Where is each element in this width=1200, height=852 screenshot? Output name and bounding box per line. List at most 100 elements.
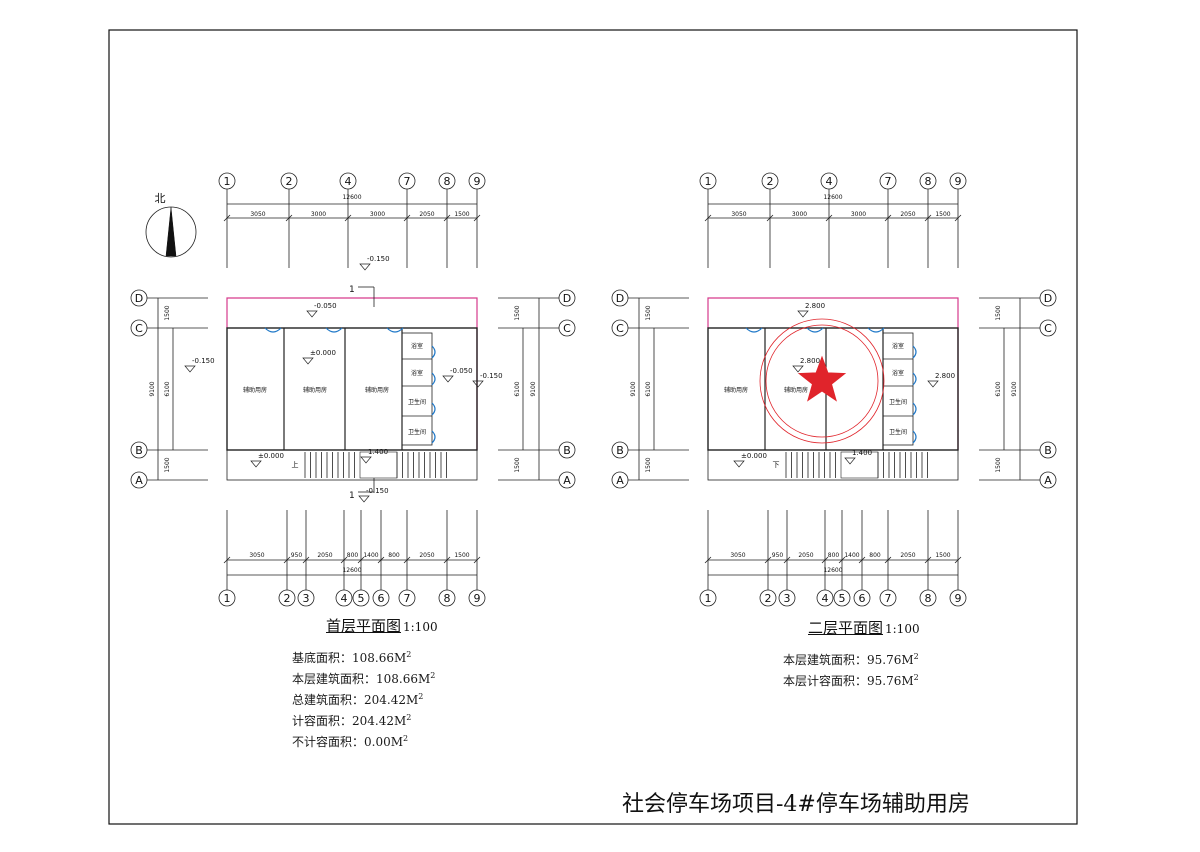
- ground-dim-side-inner-label: 6100: [514, 381, 521, 396]
- ground-door-icon: [386, 327, 404, 333]
- upper-tick: [884, 214, 892, 222]
- upper-stair-label: 下: [773, 461, 780, 469]
- upper-door-icon: [806, 327, 824, 333]
- upper-dim-side-inner-label: 6100: [995, 381, 1002, 396]
- upper-plan-scale: 1:100: [885, 622, 920, 636]
- upper-axis-bottom-8-label: 8: [925, 592, 932, 605]
- upper-dim-bottom-3: 800: [828, 552, 840, 559]
- ground-elev-6: ±0.000: [258, 452, 284, 460]
- ground-tick: [473, 214, 481, 222]
- ground-axis-top-9-label: 9: [474, 175, 481, 188]
- upper-door-icon: [912, 430, 917, 444]
- ground-elev-0: -0.150: [367, 255, 390, 263]
- ground-stat-0: 基底面积：108.66M2: [292, 646, 435, 667]
- stat-label: 计容面积：: [292, 714, 353, 728]
- upper-tick: [924, 556, 932, 564]
- stat-unit-sup: 2: [913, 652, 919, 661]
- ground-dim-bottom-0: 3050: [249, 552, 264, 559]
- upper-dim-side-seg0: 1500: [645, 305, 652, 320]
- upper-tick: [858, 556, 866, 564]
- stat-unit-sup: 2: [418, 692, 424, 701]
- ground-dim-side-inner-label: 6100: [164, 381, 171, 396]
- ground-stat-2: 总建筑面积：204.42M2: [292, 688, 435, 709]
- stat-unit-sup: 2: [406, 713, 412, 722]
- stat-unit-sup: 2: [406, 650, 412, 659]
- upper-room-0: 浴室: [892, 342, 904, 350]
- ground-dim-bottom-4: 1400: [363, 552, 378, 559]
- ground-axis-bottom-1-label: 1: [224, 592, 231, 605]
- upper-room-4: 辅助用房: [724, 386, 748, 394]
- upper-door-icon: [912, 372, 917, 386]
- ground-door-icon: [431, 430, 436, 444]
- ground-dim-top-0: 3050: [250, 211, 265, 218]
- upper-elev-1-mark: [792, 365, 804, 373]
- ground-dim-top-1: 3000: [311, 211, 326, 218]
- upper-room-3: 卫生间: [889, 428, 907, 436]
- upper-room-2: 卫生间: [889, 398, 907, 406]
- ground-tick: [283, 556, 291, 564]
- upper-tick: [954, 214, 962, 222]
- ground-plan-title: 首层平面图: [326, 617, 402, 635]
- ground-elev-8: -0.150: [366, 487, 389, 495]
- stat-value: 108.66M: [376, 672, 431, 686]
- ground-dim-top-4: 1500: [454, 211, 469, 218]
- upper-dim-side-inner-label: 6100: [645, 381, 652, 396]
- upper-axis-top-1-label: 1: [705, 175, 712, 188]
- ground-door-icon: [431, 345, 436, 359]
- ground-axis-bottom-7-label: 7: [404, 592, 411, 605]
- ground-axis-bottom-4-label: 4: [341, 592, 348, 605]
- upper-tick: [825, 214, 833, 222]
- ground-door-icon: [325, 327, 343, 333]
- ground-wall-outline-pink: [226, 297, 478, 450]
- stat-label: 不计容面积：: [292, 735, 365, 749]
- upper-dim-total: 12600: [823, 194, 842, 201]
- ground-axis-right-A-label: A: [563, 474, 571, 487]
- upper-axis-bottom-4-label: 4: [822, 592, 829, 605]
- ground-axis-top-7-label: 7: [404, 175, 411, 188]
- upper-dim-top-2: 3000: [851, 211, 866, 218]
- compass-north-label: 北: [155, 192, 166, 205]
- upper-tick: [766, 214, 774, 222]
- ground-room-6: 辅助用房: [365, 386, 389, 394]
- stat-label: 总建筑面积：: [292, 693, 365, 707]
- ground-axis-bottom-6-label: 6: [378, 592, 385, 605]
- upper-axis-right-D-label: D: [1044, 292, 1052, 305]
- ground-axis-bottom-3-label: 3: [303, 592, 310, 605]
- ground-axis-bottom-9-label: 9: [474, 592, 481, 605]
- ground-elev-5-mark: [472, 380, 484, 388]
- upper-axis-top-8-label: 8: [925, 175, 932, 188]
- upper-dim-bottom-6: 2050: [900, 552, 915, 559]
- ground-axis-right-B-label: B: [563, 444, 571, 457]
- stat-value: 95.76M: [867, 653, 914, 667]
- upper-dim-bottom-1: 950: [772, 552, 784, 559]
- ground-room-0: 浴室: [411, 342, 423, 350]
- ground-elev-7-mark: [360, 456, 372, 464]
- ground-plan-scale: 1:100: [403, 620, 438, 634]
- stat-label: 本层建筑面积：: [292, 672, 377, 686]
- ground-tick: [302, 556, 310, 564]
- sheet-frame: [108, 29, 1078, 825]
- upper-axis-bottom-9-label: 9: [955, 592, 962, 605]
- upper-door-icon: [745, 327, 763, 333]
- ground-axis-left-A-label: A: [135, 474, 143, 487]
- ground-elev-5: -0.150: [480, 372, 503, 380]
- stat-value: 95.76M: [867, 674, 914, 688]
- upper-axis-right-A-label: A: [1044, 474, 1052, 487]
- stamp-inner-ring: [765, 324, 879, 438]
- ground-tick: [285, 214, 293, 222]
- upper-door-icon: [912, 345, 917, 359]
- ground-elev-3-mark: [184, 365, 196, 373]
- upper-dim-side-total-label: 9100: [630, 381, 637, 396]
- ground-axis-left-C-label: C: [135, 322, 143, 335]
- ground-room-3: 卫生间: [408, 428, 426, 436]
- ground-axis-top-1-label: 1: [224, 175, 231, 188]
- upper-tick: [783, 556, 791, 564]
- upper-dim-bottom-0: 3050: [730, 552, 745, 559]
- upper-axis-bottom-6-label: 6: [859, 592, 866, 605]
- upper-elev-3-mark: [733, 460, 745, 468]
- ground-elev-6-mark: [250, 460, 262, 468]
- ground-axis-left-D-label: D: [135, 292, 143, 305]
- north-arrow-icon: [165, 206, 177, 257]
